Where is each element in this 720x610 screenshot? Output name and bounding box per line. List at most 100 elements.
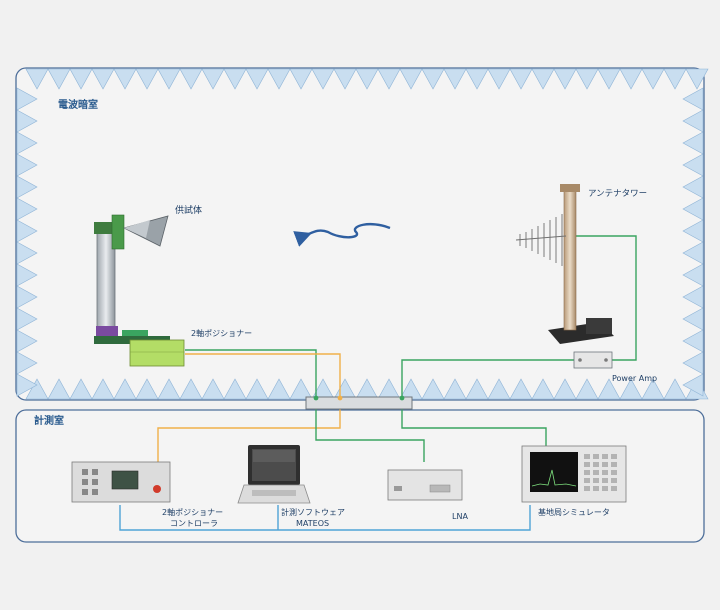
- absorber-wedge: [443, 378, 467, 400]
- controller-label-2: コントローラ: [170, 519, 218, 528]
- absorber-wedge: [509, 68, 533, 90]
- lna-label: LNA: [452, 512, 468, 521]
- control-room: 計測室: [15, 409, 705, 543]
- absorber-wedge: [465, 378, 489, 400]
- simulator-key: [584, 454, 590, 459]
- simulator-key: [584, 462, 590, 467]
- absorber-wedge: [682, 175, 704, 199]
- absorber-wedge: [682, 131, 704, 155]
- absorber-wedge: [682, 351, 704, 375]
- absorber-wedge: [16, 307, 38, 331]
- positioner: [94, 214, 185, 367]
- software-label-1: 計測ソフトウェア: [281, 507, 345, 517]
- absorber-wedge: [179, 68, 203, 90]
- absorber-wedge: [682, 373, 704, 397]
- simulator-key: [593, 454, 599, 459]
- absorber-wedge: [682, 87, 704, 111]
- absorber-wedge: [201, 68, 225, 90]
- positioner-controller: [71, 461, 171, 503]
- absorber-wedge: [597, 378, 621, 400]
- simulator-key: [602, 470, 608, 475]
- absorber-wedge: [553, 68, 577, 90]
- absorber-wedge: [113, 68, 137, 90]
- absorber-wedge: [487, 378, 511, 400]
- absorber-wedge: [245, 378, 269, 400]
- absorber-wedge: [157, 378, 181, 400]
- green-cable-simulator: [401, 408, 547, 446]
- absorber-wedge: [113, 378, 137, 400]
- absorber-wedge: [25, 378, 49, 400]
- absorber-wedge: [157, 68, 181, 90]
- absorber-wedge: [223, 68, 247, 90]
- absorber-wedge: [682, 153, 704, 177]
- antenna-tower-label: アンテナタワー: [588, 189, 647, 199]
- absorber-wedge: [201, 378, 225, 400]
- positioner-label: 2軸ポジショナー: [191, 328, 252, 338]
- laptop: [237, 445, 311, 504]
- absorber-wedge: [16, 109, 38, 133]
- absorber-wedge: [682, 329, 704, 353]
- simulator-key: [611, 486, 617, 491]
- propagation-arrow: [293, 222, 391, 247]
- absorber-wedge: [16, 285, 38, 309]
- absorber-wedge: [289, 378, 313, 400]
- antenna-tower: [515, 184, 614, 344]
- absorber-wedge: [355, 68, 379, 90]
- absorber-wedge: [47, 378, 71, 400]
- absorber-wedge: [223, 378, 247, 400]
- green-cable-lna: [315, 408, 425, 462]
- absorber-wedge: [487, 68, 511, 90]
- absorber-wedge: [16, 87, 38, 111]
- base-station-simulator: [521, 445, 627, 503]
- absorber-wedge: [333, 68, 357, 90]
- green-cable-poweramp: [401, 359, 574, 398]
- absorber-wedge: [69, 68, 93, 90]
- simulator-key: [611, 454, 617, 459]
- absorber-wedge: [135, 68, 159, 90]
- chamber-label: 電波暗室: [58, 98, 98, 111]
- simulator-key: [602, 462, 608, 467]
- absorber-wedge: [465, 68, 489, 90]
- absorber-wedge: [619, 378, 643, 400]
- absorber-wedge: [641, 68, 665, 90]
- absorber-wedge: [245, 68, 269, 90]
- absorber-wedge: [421, 68, 445, 90]
- absorber-wedge: [267, 378, 291, 400]
- absorber-wedge: [311, 68, 335, 90]
- absorber-wedge: [16, 131, 38, 155]
- simulator-key: [611, 470, 617, 475]
- anechoic-chamber: 電波暗室: [15, 67, 709, 401]
- absorber-wedge: [641, 378, 665, 400]
- absorber-wedge: [399, 68, 423, 90]
- absorber-wedge: [619, 68, 643, 90]
- simulator-key: [584, 478, 590, 483]
- power-amp-label: Power Amp: [612, 374, 657, 383]
- log-periodic-antenna: [515, 214, 567, 266]
- simulator-key: [593, 462, 599, 467]
- absorber-wedges: [16, 68, 709, 400]
- absorber-wedge: [91, 378, 115, 400]
- absorber-wedge: [663, 378, 687, 400]
- simulator-key: [584, 486, 590, 491]
- simulator-key: [602, 454, 608, 459]
- absorber-wedge: [682, 219, 704, 243]
- absorber-wedge: [682, 197, 704, 221]
- green-cable-antenna: [572, 235, 637, 361]
- absorber-wedge: [267, 68, 291, 90]
- absorber-wedge: [509, 378, 533, 400]
- absorber-wedge: [575, 68, 599, 90]
- absorber-wedge: [16, 175, 38, 199]
- simulator-key: [593, 470, 599, 475]
- absorber-wedge: [685, 68, 709, 90]
- absorber-wedge: [663, 68, 687, 90]
- control-room-wall: [15, 409, 705, 543]
- cables: [119, 235, 637, 531]
- simulator-label: 基地局シミュレータ: [538, 507, 610, 517]
- simulator-key: [611, 478, 617, 483]
- simulator-key: [611, 462, 617, 467]
- lna-device: [387, 469, 463, 501]
- absorber-wedge: [16, 219, 38, 243]
- simulator-key: [584, 470, 590, 475]
- absorber-wedge: [16, 373, 38, 397]
